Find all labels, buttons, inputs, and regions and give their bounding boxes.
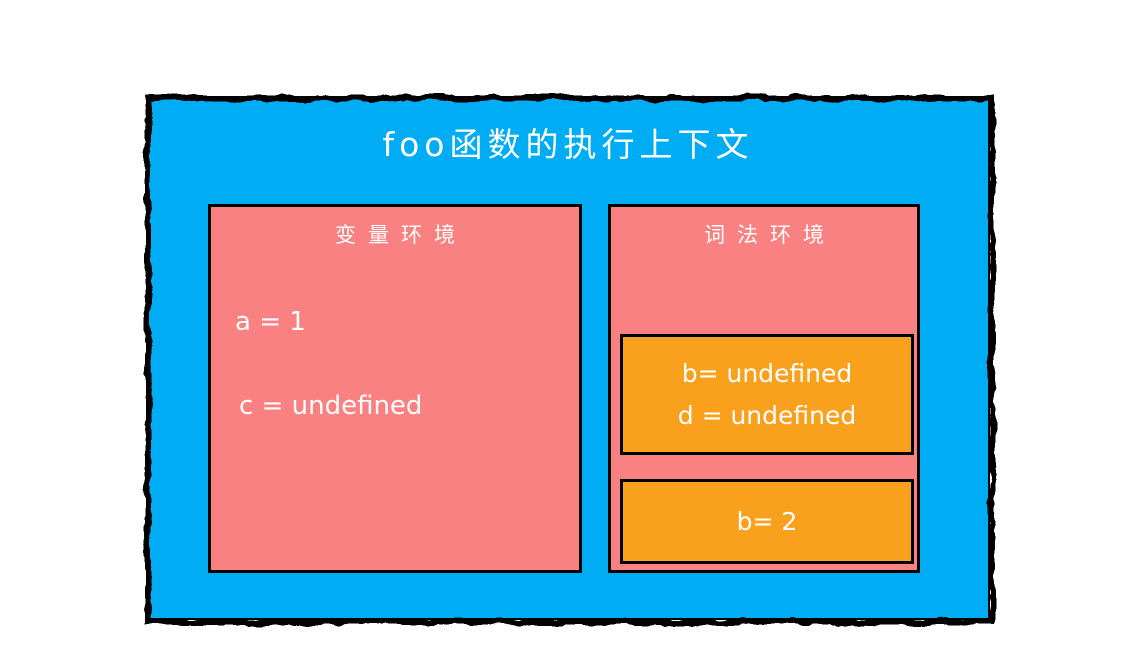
lexical-stack-block-bottom: b= 2 (620, 479, 914, 564)
execution-context-title: foo函数的执行上下文 (382, 125, 754, 164)
variable-environment-label: 变量环境 (335, 223, 467, 247)
lexical-stack-block-top: b= undefined d = undefined (620, 334, 914, 455)
stack-entry-d-undefined: d = undefined (677, 400, 857, 430)
lexical-environment-panel: 词法环境 b= undefined d = undefined b= 2 (608, 204, 920, 573)
stack-entry-b-undefined: b= undefined (681, 358, 853, 388)
stack-entry-b-2: b= 2 (736, 506, 798, 536)
variable-environment-panel: 变量环境 a = 1 c = undefined (208, 204, 582, 573)
variable-entry-a: a = 1 (235, 307, 306, 337)
variable-entry-c: c = undefined (239, 391, 423, 421)
execution-context-container: foo函数的执行上下文 变量环境 a = 1 c = undefined 词法环… (145, 95, 995, 625)
lexical-environment-label: 词法环境 (704, 223, 836, 247)
